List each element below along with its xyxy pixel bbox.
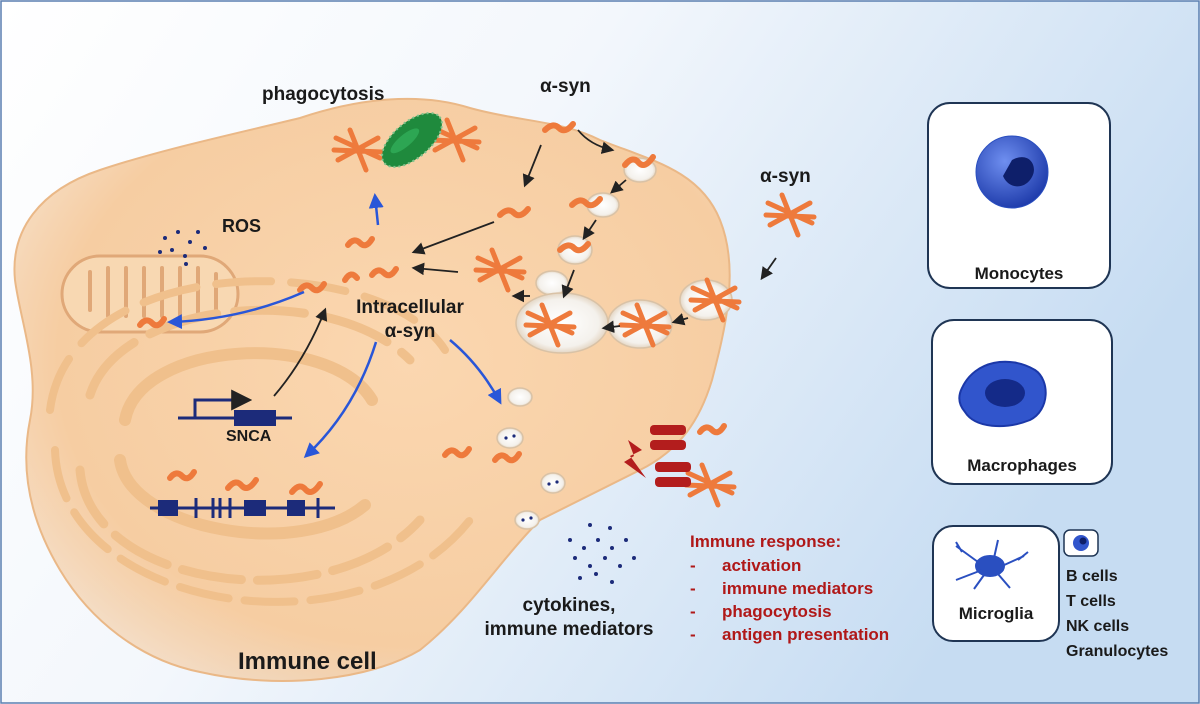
macrophages-label: Macrophages (967, 456, 1077, 475)
alpha-syn-monomers (137, 121, 727, 495)
intracellular-line-2: α-syn (384, 321, 436, 342)
black-arrows (273, 129, 777, 397)
gene-icon (178, 389, 292, 426)
other-cell-label: T cells (1066, 593, 1116, 610)
blue-arrows (167, 193, 502, 459)
immune-cell-label: Immune cell (238, 648, 377, 675)
bullet-dash: - (690, 556, 696, 575)
immune-response-item-text: phagocytosis (722, 602, 832, 621)
other-cells-list: B cells T cells NK cells Granulocytes (1066, 564, 1168, 664)
dna-strand (150, 498, 335, 518)
cytokines-label: cytokines, immune mediators (474, 594, 664, 642)
monocyte-icon (975, 135, 1049, 209)
immune-response-item: - phagocytosis (690, 600, 889, 623)
immune-response-item-text: immune mediators (722, 579, 874, 598)
lymphocyte-box (1063, 529, 1099, 557)
bullet-dash: - (690, 579, 696, 598)
bacterium-icon (381, 112, 443, 168)
other-cell-label: NK cells (1066, 618, 1130, 635)
phagocytosis-label: phagocytosis (262, 84, 385, 105)
microglia-label: Microglia (958, 604, 1034, 623)
immune-response-block: Immune response: - activation - immune med… (690, 530, 889, 646)
immune-response-item: - activation (690, 554, 889, 577)
bullet-dash: - (690, 625, 696, 644)
macrophages-box (931, 319, 1113, 485)
cytokines-line-1: cytokines, (522, 595, 616, 616)
immune-response-item-text: antigen presentation (722, 625, 890, 644)
snca-label: SNCA (226, 428, 272, 445)
immune-response-item: - antigen presentation (690, 623, 889, 646)
macrophage-icon (958, 360, 1047, 428)
microglia-icon (955, 539, 1029, 590)
monocytes-box (927, 102, 1111, 289)
intracellular-alpha-syn-label: Intracellular α-syn (350, 296, 470, 344)
alpha-syn-aggregates (331, 117, 817, 508)
cytokine-particles (504, 434, 636, 584)
cytokines-line-2: immune mediators (484, 619, 654, 640)
nucleus-icon (46, 277, 474, 606)
alpha-syn-right-label: α-syn (760, 166, 811, 187)
other-cell-label: B cells (1066, 568, 1118, 585)
intracellular-line-1: Intracellular (356, 297, 464, 318)
receptor-icon (624, 425, 691, 487)
bullet-dash: - (690, 602, 696, 621)
alpha-syn-top-label: α-syn (540, 76, 591, 97)
ros-label: ROS (222, 216, 262, 236)
immune-response-item: - immune mediators (690, 577, 889, 600)
microglia-box (932, 525, 1060, 642)
mitochondrion-icon (60, 254, 240, 334)
ros-particles (158, 230, 207, 266)
other-cell-label: Granulocytes (1066, 643, 1169, 660)
immune-response-title: Immune response: (690, 532, 842, 551)
immune-response-item-text: activation (722, 556, 802, 575)
monocytes-label: Monocytes (974, 264, 1064, 283)
